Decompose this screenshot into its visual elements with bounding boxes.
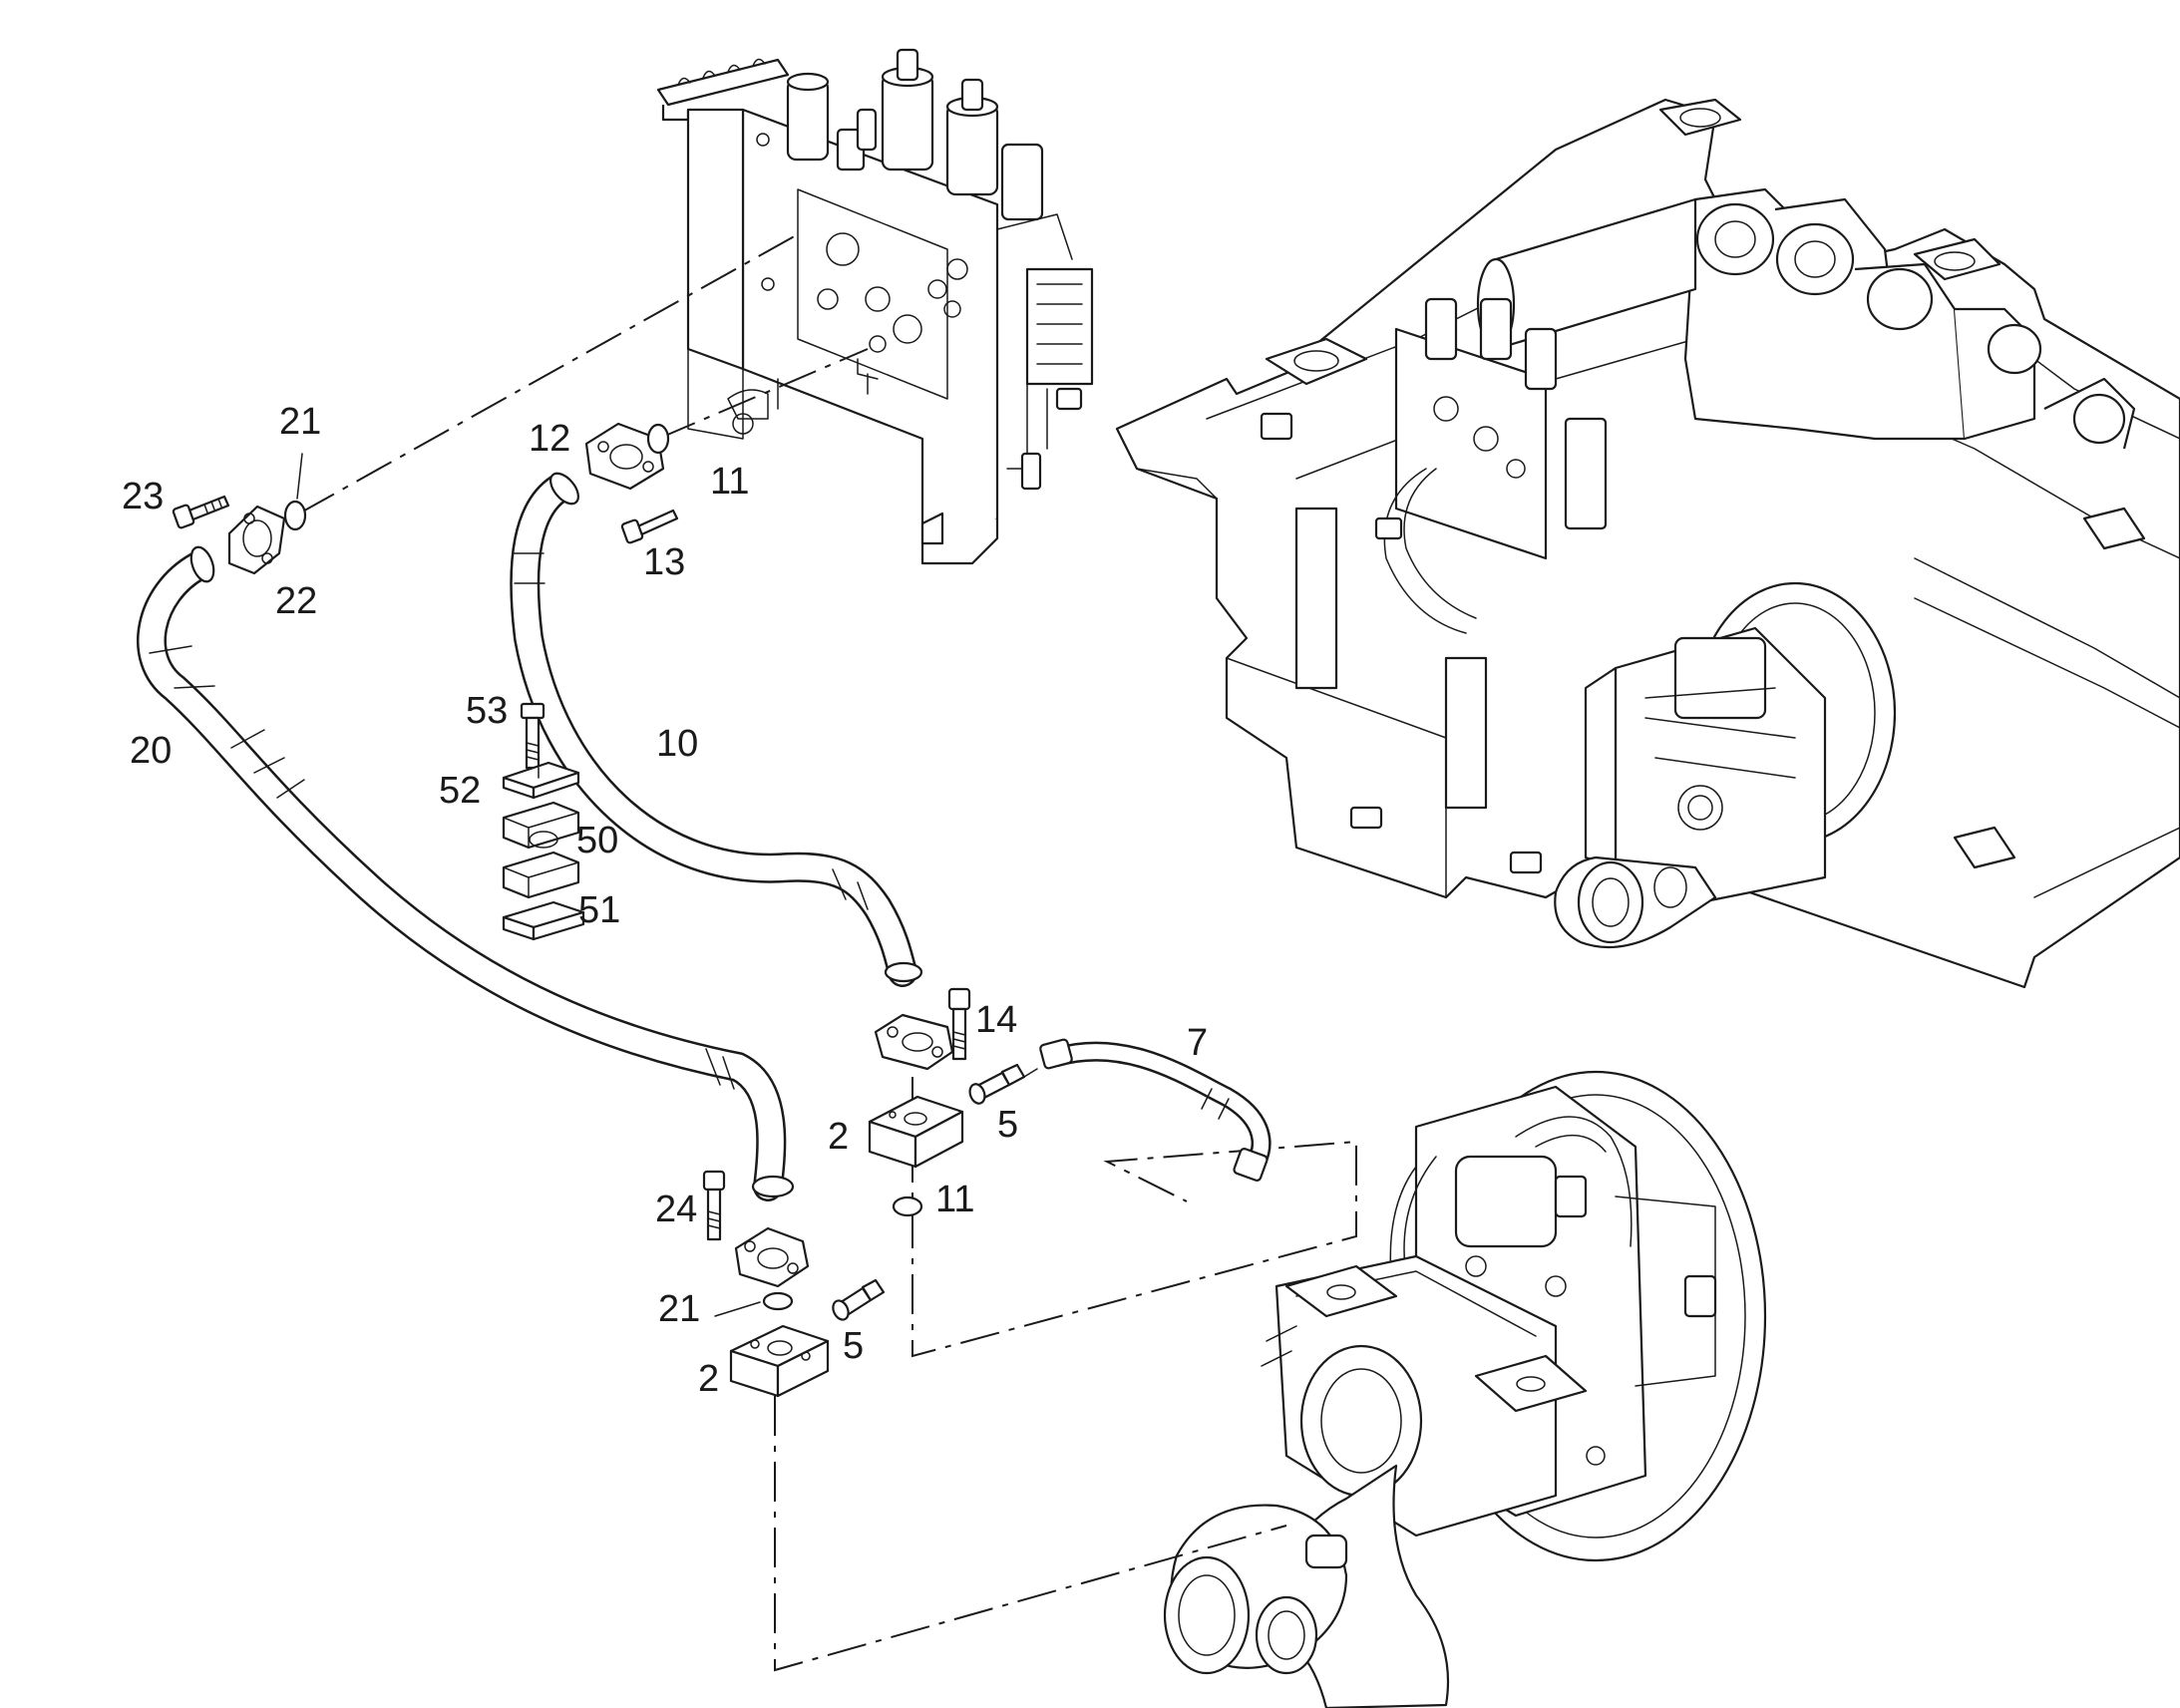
bolt-23: [172, 495, 230, 529]
callout-50: 50: [576, 820, 618, 861]
bolt-53: [520, 702, 545, 770]
clamp-plate-52: [502, 761, 580, 800]
o-ring-21-upper: [283, 500, 307, 531]
machine-frame-assembly: [1115, 98, 2180, 989]
fitting-5-upper: [968, 1063, 1038, 1105]
bolt-24: [702, 1170, 726, 1241]
adapter-block-2-upper: [868, 1095, 964, 1169]
callout-labels: 21 23 22 12 11 13 20 10 53 52 50 51 14 7…: [122, 401, 1208, 1400]
bolt-14: [947, 987, 971, 1061]
callout-14: 14: [975, 999, 1017, 1041]
callout-12: 12: [529, 418, 570, 460]
callout-leaders: [296, 453, 761, 1317]
callout-23: 23: [122, 476, 164, 517]
callout-53: 53: [466, 690, 508, 732]
flange-12: [584, 422, 665, 491]
fitting-5-lower: [832, 1278, 886, 1321]
callout-5-upper: 5: [997, 1104, 1018, 1146]
callout-20: 20: [130, 730, 172, 772]
callout-2-lower: 2: [698, 1358, 719, 1400]
flange-22: [227, 505, 286, 575]
assembly-leader-lines: [298, 233, 1357, 1672]
bolt-13: [620, 509, 679, 544]
callout-11-upper: 11: [710, 461, 749, 503]
valve-block-assembly: [656, 48, 1094, 565]
callout-2-upper: 2: [828, 1116, 849, 1158]
callout-7: 7: [1187, 1022, 1208, 1064]
callout-11-lower: 11: [935, 1179, 974, 1220]
adapter-block-2-lower: [729, 1324, 830, 1398]
callout-21-upper: 21: [279, 401, 321, 443]
hose-10: [510, 472, 923, 987]
clamp-plate-51: [502, 900, 585, 941]
hose-20: [137, 545, 795, 1201]
callout-13: 13: [643, 541, 685, 583]
callout-24: 24: [655, 1189, 697, 1230]
callout-10: 10: [656, 723, 698, 765]
callout-22: 22: [275, 580, 317, 622]
callout-52: 52: [439, 770, 481, 812]
flange-lower: [734, 1226, 810, 1288]
pump-assembly: [1163, 1070, 1767, 1708]
o-ring-11-lower: [892, 1196, 923, 1217]
callout-5-lower: 5: [843, 1325, 864, 1367]
callout-21-lower: 21: [658, 1288, 700, 1330]
hose-7: [1039, 1038, 1272, 1182]
clamp-halves-50: [502, 801, 580, 899]
o-ring-11-upper: [646, 423, 670, 455]
flange-upper: [874, 1013, 954, 1071]
o-ring-21-lower: [762, 1291, 794, 1311]
callout-51: 51: [578, 889, 620, 931]
